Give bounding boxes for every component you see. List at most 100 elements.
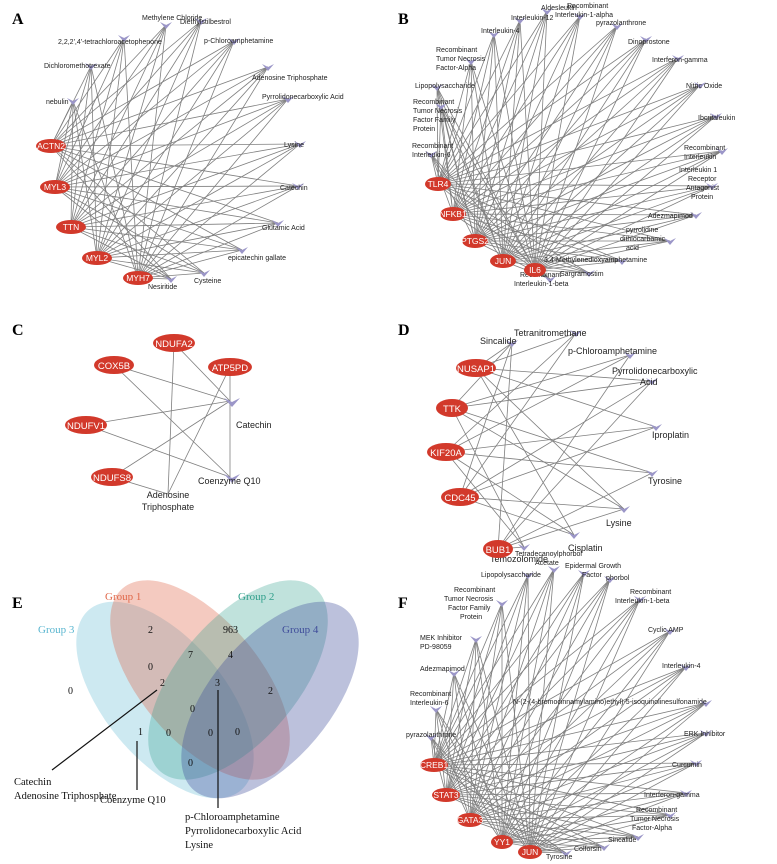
drugs-d: Sincalide Tetranitromethane p-Chloroamph… [480, 328, 698, 564]
network-edge [85, 424, 231, 478]
gene-node: JUN [490, 254, 516, 268]
panel-e: E Group 1 Group 2 Group 3 Group 4 2 963 … [12, 580, 359, 851]
network-edge [430, 153, 536, 271]
gene-node: MYL3 [40, 180, 70, 194]
network-edge [437, 105, 442, 185]
gene-node: PTGS2 [461, 234, 489, 248]
network-edge [469, 630, 671, 821]
network-edge [445, 332, 577, 453]
network-edge [501, 836, 639, 843]
network-edge [167, 366, 231, 495]
network-edge [534, 260, 623, 271]
drug-node: Interferon-gamma [652, 55, 708, 64]
svg-text:4: 4 [228, 650, 233, 661]
venn-group-4 [181, 601, 359, 799]
network-edge [70, 37, 125, 228]
network-edge [96, 257, 205, 274]
network-edge [502, 260, 590, 274]
svg-text:pyrazolanthrone: pyrazolanthrone [406, 732, 456, 739]
drug-node: nebulin [46, 98, 79, 106]
svg-text:N-(2-(4-bromocinnamylamino)eth: N-(2-(4-bromocinnamylamino)ethyl)-5-isoq… [513, 699, 707, 706]
venn-counts: 2 963 0 2 0 7 4 2 3 0 1 0 0 0 0 [68, 625, 273, 769]
svg-text:Lysine: Lysine [185, 840, 213, 851]
network-edge [445, 572, 585, 796]
network-edge [70, 100, 74, 228]
drug-node: ERK Inhibitor [684, 730, 726, 738]
svg-text:p-Chloroamphetamine: p-Chloroamphetamine [568, 346, 657, 356]
network-edge [534, 15, 581, 271]
network-edge [534, 38, 647, 271]
drug-node: 2,2,2',4'-tetrachloroacetophenone [58, 35, 162, 46]
drug-node: pyrazolanthrone [406, 732, 456, 741]
gene-node: JUN [518, 845, 542, 859]
drug-node: Glutamic Acid [262, 220, 305, 232]
drug-node: Sincalide [608, 834, 644, 844]
network-edge [113, 364, 231, 402]
svg-text:Interferon-gamma: Interferon-gamma [652, 57, 708, 64]
network-edge [445, 451, 575, 536]
svg-text:phorbol: phorbol [606, 575, 630, 582]
network-edge [452, 213, 697, 216]
network-edge [90, 65, 98, 259]
gene-node: NDUFA2 [153, 334, 195, 352]
network-edge [529, 598, 641, 853]
network-edge [474, 240, 590, 274]
edges-a [50, 20, 301, 280]
network-edge [529, 732, 707, 853]
svg-text:Cysteine: Cysteine [194, 278, 221, 285]
network-edge [452, 33, 495, 215]
network-edge [437, 150, 723, 185]
network-edge [445, 578, 611, 796]
panel-d: D Sincalide Tetranitromethane p-Chloroam… [398, 322, 698, 564]
network-edge [113, 364, 231, 478]
network-edge [502, 19, 521, 262]
network-edge [529, 666, 687, 853]
network-edge [433, 598, 641, 766]
svg-text:Interleukin-4: Interleukin-4 [481, 28, 520, 35]
network-edge [54, 185, 299, 188]
network-edge [137, 24, 167, 279]
venn-group-1 [110, 580, 290, 780]
network-edge [96, 66, 269, 259]
venn-callouts: Catechin Adenosine Triphosphate Coenzyme… [14, 689, 302, 851]
network-edge [469, 572, 585, 821]
network-edge [459, 426, 657, 498]
network-edge [501, 568, 555, 843]
svg-text:MYL2: MYL2 [86, 253, 108, 263]
gene-node: MYH7 [123, 271, 153, 285]
venn-label-group-3: Group 3 [38, 624, 75, 636]
drug-node: Sargramostim [560, 270, 604, 278]
network-edge [502, 115, 717, 262]
svg-text:0: 0 [190, 704, 195, 715]
drug-node: Aldesleukin [541, 5, 577, 15]
network-edge [90, 65, 139, 279]
svg-text:Sincalide: Sincalide [608, 837, 637, 844]
network-edge [50, 66, 269, 147]
network-edge [453, 672, 531, 853]
svg-text:MYH7: MYH7 [126, 273, 150, 283]
network-edge [50, 145, 279, 224]
network-edge [474, 10, 548, 242]
network-edge [501, 732, 707, 843]
svg-text:COX5B: COX5B [98, 361, 130, 372]
svg-text:Interleukin-4: Interleukin-4 [662, 663, 701, 670]
network-edge [54, 143, 301, 188]
svg-text:PTGS2: PTGS2 [461, 236, 489, 246]
drug-node: Interleukin-4 [481, 28, 520, 38]
svg-text:CREB1: CREB1 [420, 760, 449, 770]
network-edge [173, 342, 231, 402]
network-edge [430, 153, 476, 242]
network-edge [474, 38, 647, 242]
svg-text:Nesiritide: Nesiritide [148, 284, 177, 291]
network-edge [70, 226, 243, 251]
network-edge [96, 37, 125, 259]
drug-node: Tyrosine [646, 470, 682, 486]
network-edge [529, 568, 555, 853]
